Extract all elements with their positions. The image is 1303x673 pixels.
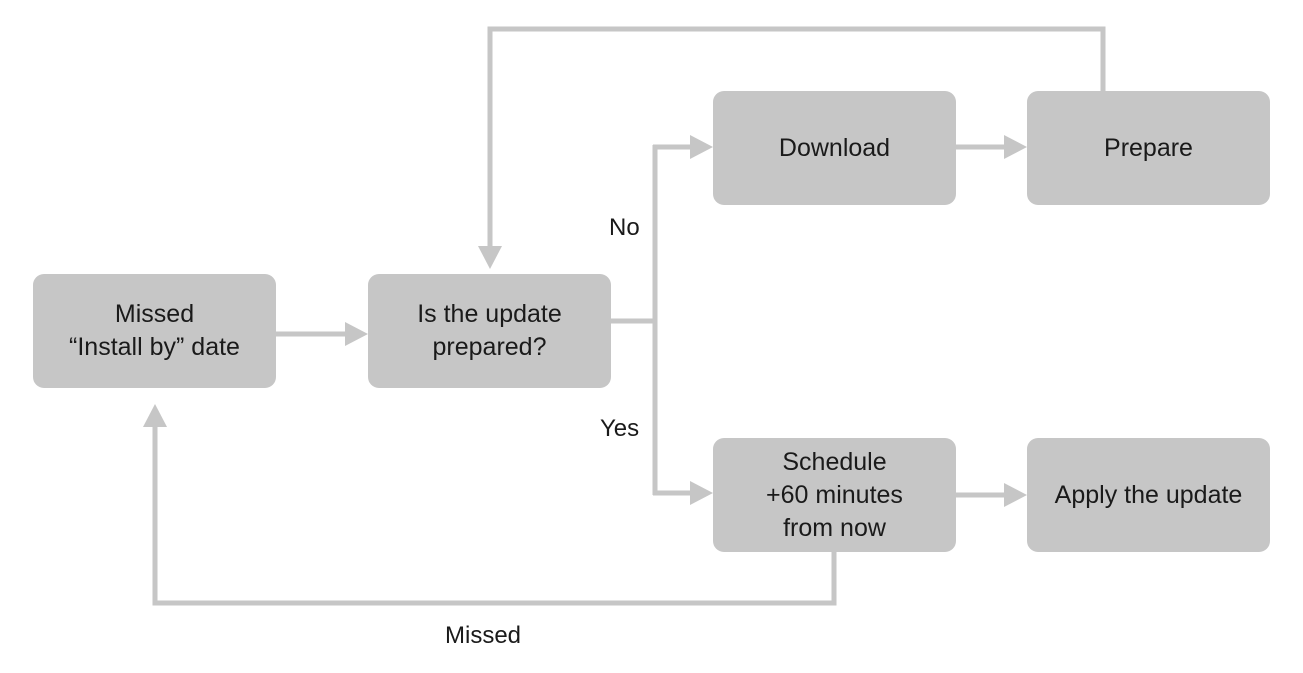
- arrowhead-to-check: [345, 322, 368, 346]
- node-missed-install-by-date: Missed “Install by” date: [33, 274, 276, 388]
- node-schedule-line-1: Schedule: [782, 447, 887, 476]
- arrowhead-loop-to-missed: [143, 404, 167, 427]
- node-apply-line-1: Apply the update: [1054, 480, 1243, 509]
- arrowhead-loop-to-check: [478, 246, 502, 269]
- node-is-update-prepared: Is the update prepared?: [368, 274, 611, 388]
- node-missed-line-2: “Install by” date: [69, 333, 240, 361]
- edge-label-missed: Missed: [445, 622, 522, 649]
- arrowhead-to-download: [690, 135, 713, 159]
- node-apply-update: Apply the update: [1027, 438, 1270, 552]
- node-schedule-line-3: from now: [783, 513, 886, 542]
- node-check-line-1: Is the update: [417, 300, 562, 328]
- connector-schedule-missed-loop: [152, 425, 837, 606]
- edge-label-yes: Yes: [600, 415, 640, 442]
- edge-label-no: No: [609, 214, 640, 241]
- node-prepare: Prepare: [1027, 91, 1270, 205]
- arrowhead-to-apply: [1004, 483, 1027, 507]
- arrowhead-to-prepare: [1004, 135, 1027, 159]
- node-download: Download: [713, 91, 956, 205]
- node-download-line-1: Download: [778, 133, 891, 162]
- node-prepare-line-1: Prepare: [1104, 133, 1193, 162]
- node-missed-line-1: Missed: [114, 300, 195, 328]
- node-schedule: Schedule +60 minutes from now: [713, 438, 956, 552]
- node-schedule-line-2: +60 minutes: [766, 480, 903, 509]
- connector-prepare-loop: [487, 26, 1106, 248]
- arrowhead-to-schedule: [690, 481, 713, 505]
- node-check-line-2: prepared?: [432, 333, 547, 361]
